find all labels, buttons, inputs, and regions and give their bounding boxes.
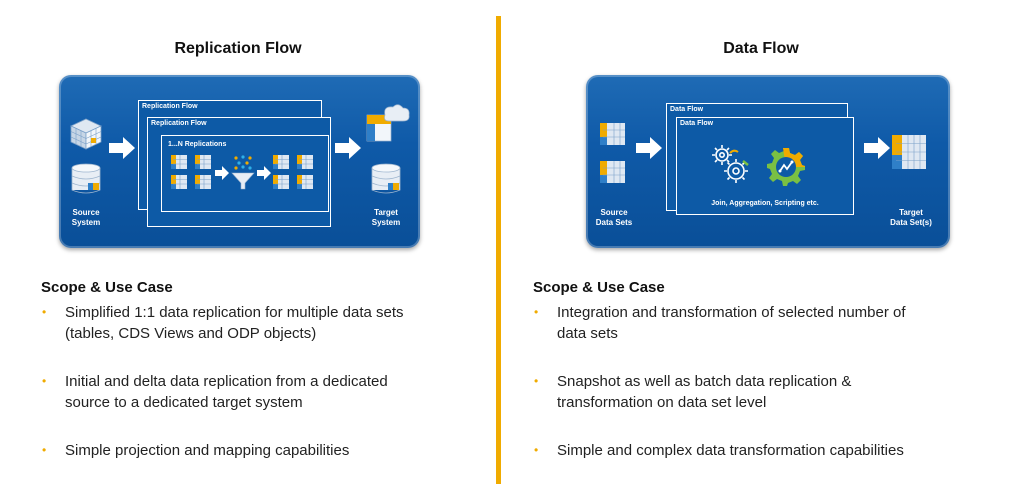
gears-icon — [712, 145, 749, 183]
arrow-right-icon — [636, 137, 662, 159]
target-data-sets-label: Target Data Set(s) — [890, 208, 932, 227]
list-item: • Simplified 1:1 data replication for mu… — [42, 304, 404, 342]
list-item: • Simple projection and mapping capabili… — [42, 442, 350, 459]
table-icons-group-right — [273, 155, 313, 189]
bullet-icon: • — [42, 443, 47, 457]
data-flow-frame-front: Data Flow — [676, 117, 854, 215]
arrow-right-icon — [257, 166, 271, 180]
arrow-right-icon — [215, 166, 229, 180]
target-database-icon — [371, 163, 401, 194]
cube-icon — [70, 118, 102, 150]
list-item: • Initial and delta data replication fro… — [42, 373, 388, 411]
replication-flow-column: Replication Flow Sourc — [0, 0, 490, 490]
bullet-icon: • — [42, 374, 47, 388]
list-item: • Snapshot as well as batch data replica… — [534, 373, 852, 411]
bullet-icon: • — [534, 305, 539, 319]
source-data-sets-label: Source Data Sets — [595, 208, 633, 227]
transformation-caption: Join, Aggregation, Scripting etc. — [711, 200, 819, 207]
replication-bullet-list: • Simplified 1:1 data replication for mu… — [40, 302, 485, 461]
list-item: • Integration and transformation of sele… — [534, 304, 906, 342]
bullet-icon: • — [42, 305, 47, 319]
table-icons-group-left — [171, 155, 211, 189]
source-system-label: Source System — [71, 208, 101, 227]
cloud-document-icon — [366, 104, 410, 142]
data-flow-diagram: Source Data Sets Data Flow Data Flow — [586, 75, 950, 248]
data-flow-column: Data Flow Source Data Sets Data Flow — [505, 0, 1024, 490]
bullet-icon: • — [534, 374, 539, 388]
arrow-right-icon — [864, 137, 890, 159]
source-database-icon — [71, 163, 101, 194]
arrow-right-icon — [335, 137, 361, 159]
settings-gear-icon — [767, 148, 805, 186]
arrow-right-icon — [109, 137, 135, 159]
replication-flow-diagram: Source System Replication Flow Replicati… — [59, 75, 420, 248]
bullet-icon: • — [534, 443, 539, 457]
replication-scope-title: Scope & Use Case — [41, 279, 173, 296]
target-system-label: Target System — [371, 208, 401, 227]
column-divider — [496, 16, 501, 484]
data-flow-heading: Data Flow — [723, 40, 799, 57]
funnel-icon — [231, 155, 255, 190]
list-item: • Simple and complex data transformation… — [534, 442, 904, 459]
source-data-sets-icon — [600, 123, 625, 183]
dataflow-bullet-list: • Integration and transformation of sele… — [532, 302, 1012, 461]
dataflow-scope-title: Scope & Use Case — [533, 279, 665, 296]
replication-flow-heading: Replication Flow — [174, 40, 302, 57]
target-data-set-icon — [892, 135, 926, 169]
